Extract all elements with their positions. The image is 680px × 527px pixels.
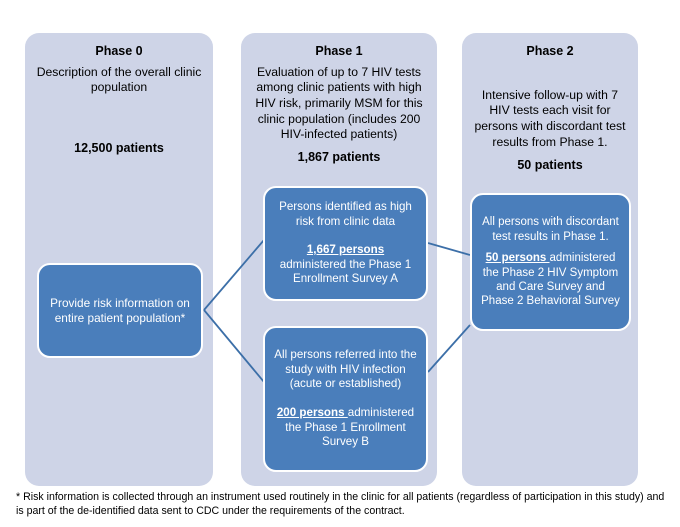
box-phase1-bottom-emphasis: 200 persons bbox=[276, 406, 348, 419]
phase-column-2-title: Phase 2 bbox=[526, 44, 574, 58]
box-phase1-top-line2: administered the Phase 1 Enrollment Surv… bbox=[279, 257, 412, 286]
box-phase1-top-spacer bbox=[274, 229, 417, 243]
phase-column-1-count: 1,867 patients bbox=[297, 149, 381, 164]
box-phase1-bottom-line1: All persons referred into the study with… bbox=[274, 348, 417, 391]
box-phase1-bottom-line2: administered the Phase 1 Enrollment Surv… bbox=[285, 406, 415, 449]
phase-column-1-content: Phase 1 Evaluation of up to 7 HIV tests … bbox=[241, 33, 437, 165]
box-phase1-referred-hiv[interactable]: All persons referred into the study with… bbox=[263, 326, 428, 472]
phase-column-0-count: 12,500 patients bbox=[74, 141, 164, 156]
box-phase0-risk-information[interactable]: Provide risk information on entire patie… bbox=[37, 263, 203, 358]
box-phase2-emphasis: 50 persons bbox=[485, 252, 550, 265]
box-phase1-top-line1: Persons identified as high risk from cli… bbox=[279, 200, 412, 228]
phase-column-2-description: Intensive follow-up with 7 HIV tests eac… bbox=[474, 87, 626, 149]
phase-column-0-content: Phase 0 Description of the overall clini… bbox=[25, 33, 213, 156]
box-phase0-text: Provide risk information on entire patie… bbox=[50, 295, 190, 325]
phase-column-0: Phase 0 Description of the overall clini… bbox=[25, 33, 213, 486]
box-phase1-bottom-spacer bbox=[274, 392, 417, 406]
box-phase2-line2: administered the Phase 2 HIV Symptom and… bbox=[481, 252, 620, 308]
phase-column-1-description: Evaluation of up to 7 HIV tests among cl… bbox=[255, 64, 423, 142]
box-phase1-bottom-detail: 200 persons administered the Phase 1 Enr… bbox=[274, 406, 417, 450]
box-phase1-high-risk[interactable]: Persons identified as high risk from cli… bbox=[263, 186, 428, 301]
phase-column-0-description: Description of the overall clinic popula… bbox=[36, 64, 202, 95]
phase-column-1-title: Phase 1 bbox=[315, 44, 363, 58]
footnote: * Risk information is collected through … bbox=[16, 491, 665, 518]
phase-column-0-title: Phase 0 bbox=[95, 44, 143, 58]
box-phase2-detail: 50 persons administered the Phase 2 HIV … bbox=[481, 251, 620, 309]
phase-column-2-content: Phase 2 Intensive follow-up with 7 HIV t… bbox=[462, 33, 638, 174]
box-phase2-discordant[interactable]: All persons with discordant test results… bbox=[470, 193, 631, 331]
box-phase2-line1: All persons with discordant test results… bbox=[482, 216, 619, 243]
phase-column-2-count: 50 patients bbox=[517, 158, 583, 173]
box-phase1-top-emphasis: 1,667 persons bbox=[306, 243, 385, 257]
box-phase2-spacer bbox=[481, 244, 620, 251]
